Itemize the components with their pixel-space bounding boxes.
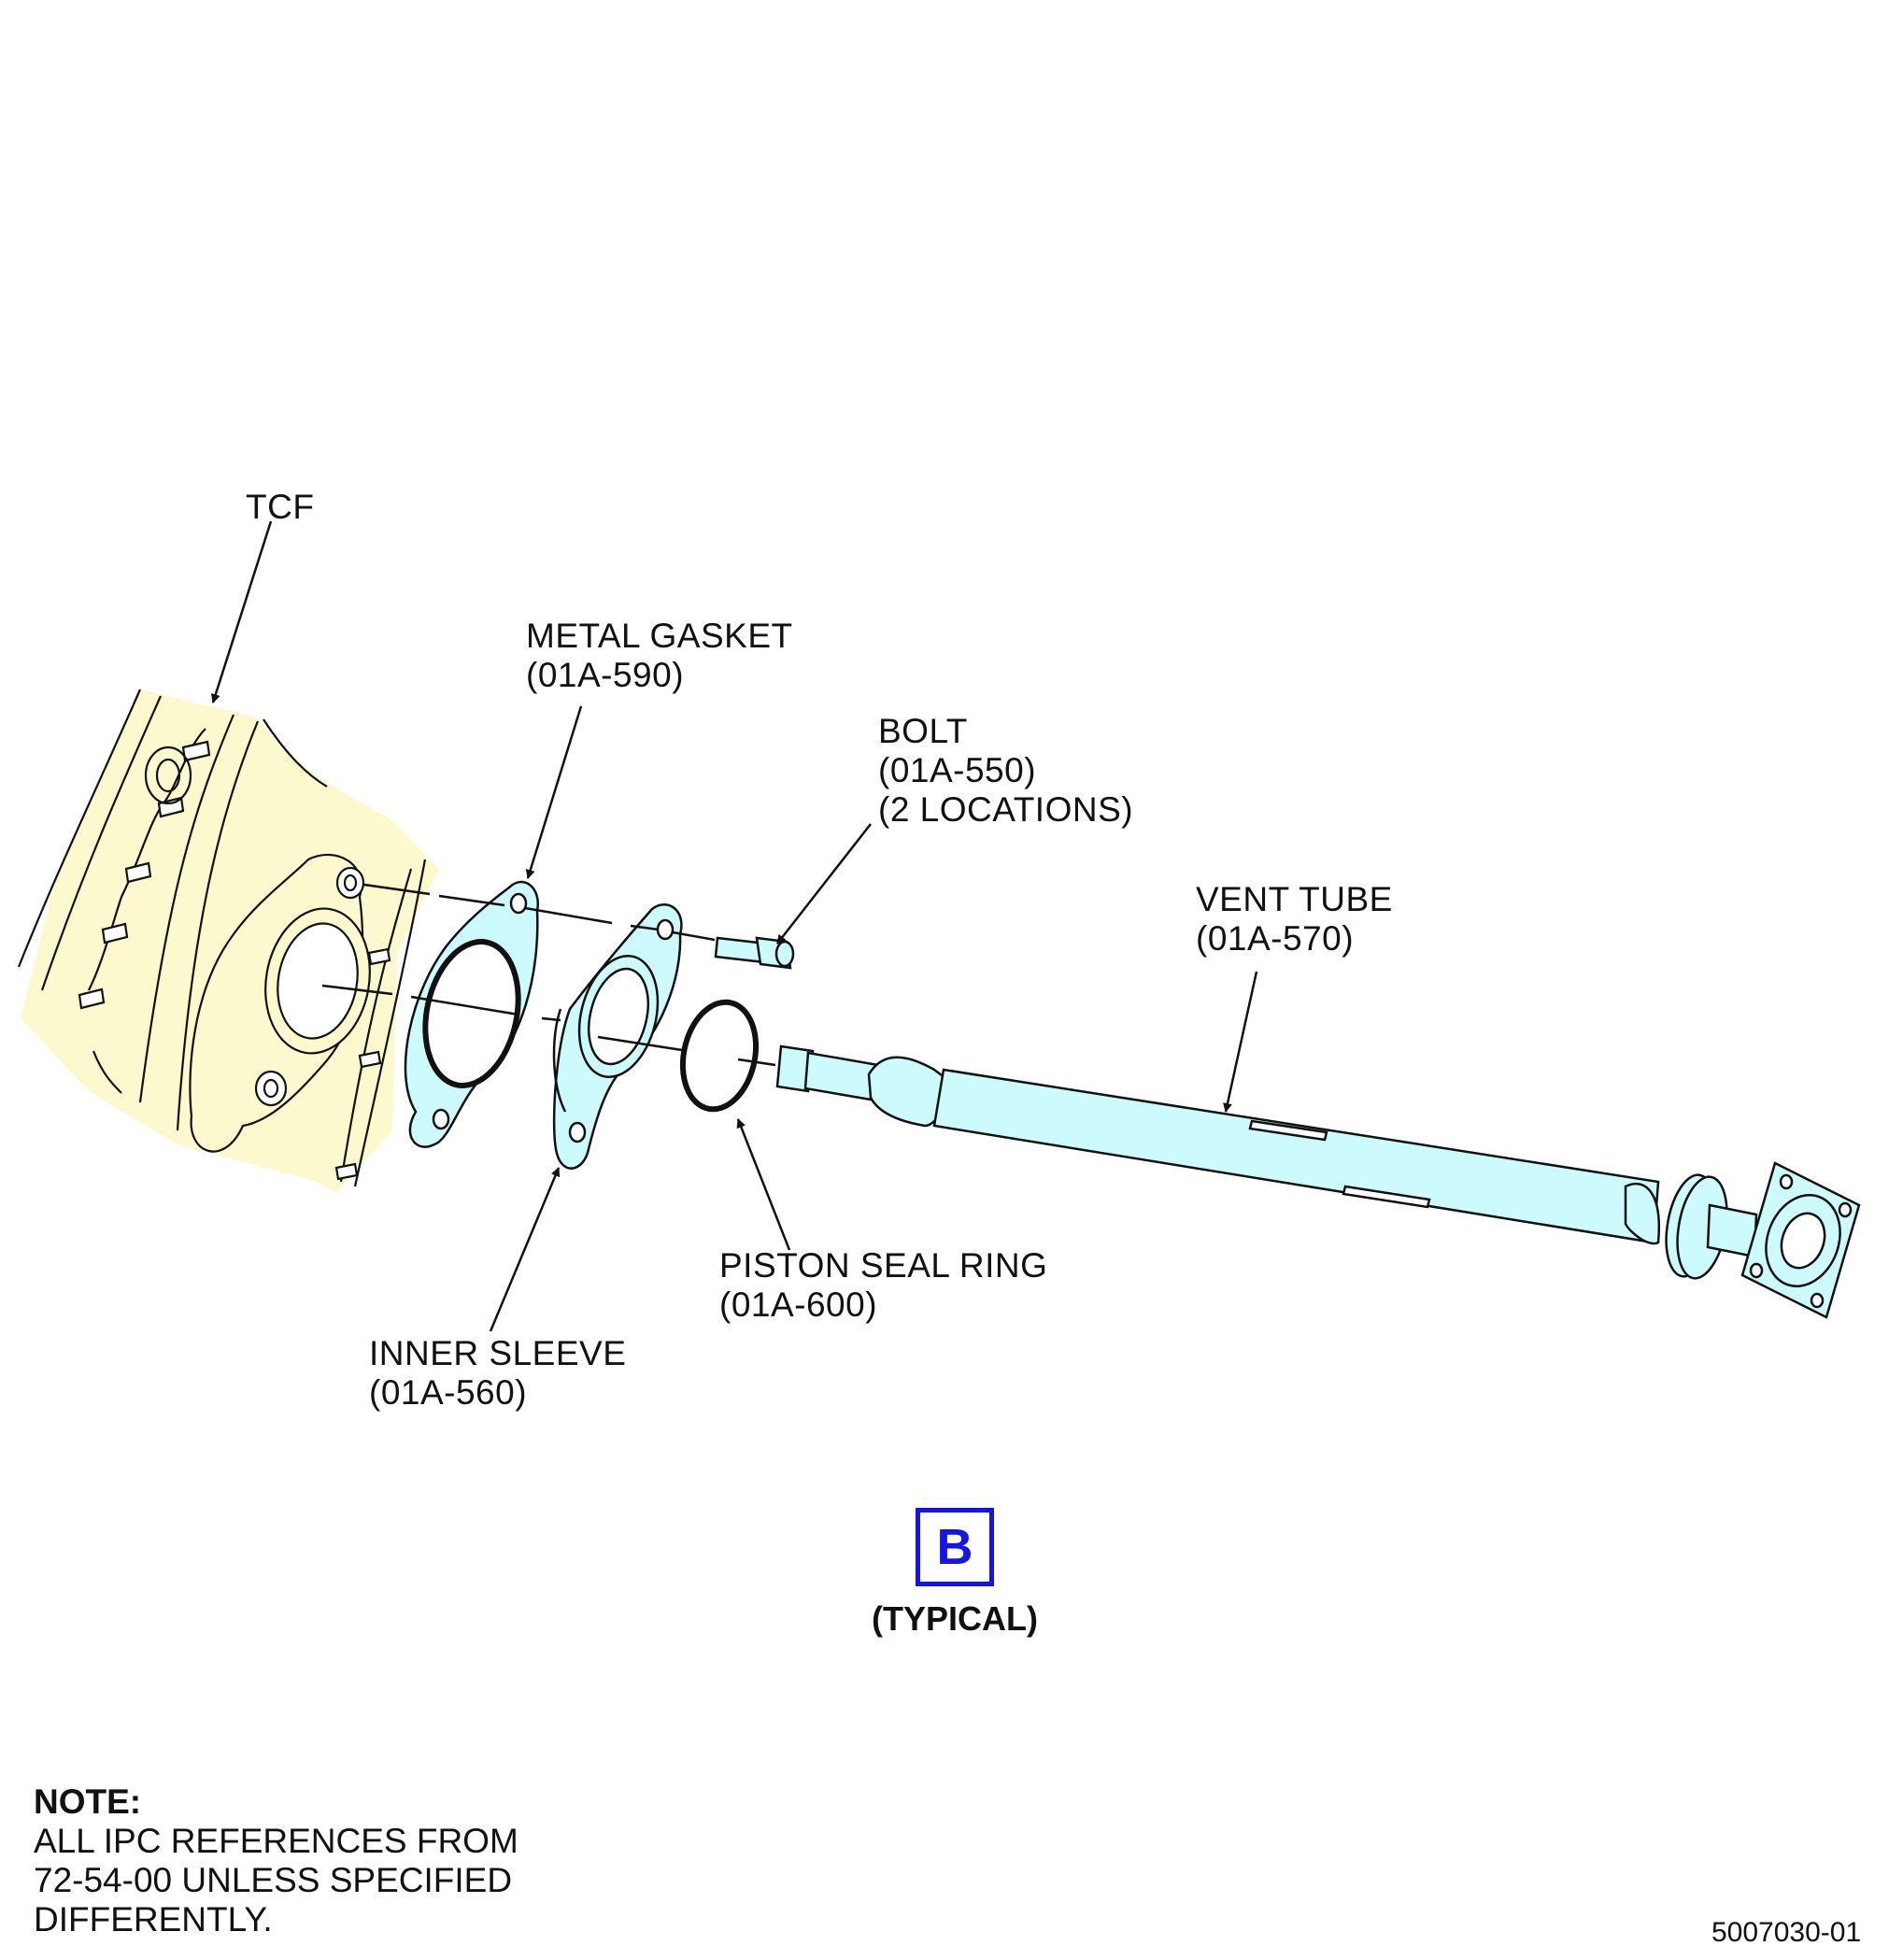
metal-gasket — [404, 880, 540, 1148]
inner-sleeve — [552, 903, 683, 1170]
label-inner-sleeve: INNER SLEEVE (01A-560) — [369, 1334, 626, 1413]
label-bolt-ref: (01A-550) — [878, 751, 1037, 789]
leader-vent-tube — [1223, 971, 1258, 1113]
leader-bolt — [776, 823, 872, 944]
note-block: NOTE: ALL IPC REFERENCES FROM 72-54-00 U… — [34, 1782, 518, 1939]
document-number: 5007030-01 — [1711, 1917, 1862, 1948]
label-metal-gasket-name: METAL GASKET — [526, 617, 793, 655]
label-metal-gasket: METAL GASKET (01A-590) — [526, 617, 793, 695]
view-letter: B — [936, 1519, 973, 1575]
label-piston-seal-ring: PISTON SEAL RING (01A-600) — [719, 1246, 1047, 1325]
piston-seal-ring — [679, 999, 760, 1113]
label-tcf: TCF — [246, 488, 314, 527]
leader-lines — [210, 520, 1258, 1332]
view-subtitle: (TYPICAL) — [872, 1599, 1038, 1638]
vent-tube — [775, 1044, 1861, 1319]
note-line-3: DIFFERENTLY. — [34, 1900, 273, 1939]
label-piston-seal-ring-name: PISTON SEAL RING — [719, 1246, 1048, 1285]
label-bolt: BOLT (01A-550) (2 LOCATIONS) — [878, 712, 1133, 830]
label-tcf-line-1: TCF — [246, 488, 315, 526]
leader-tcf — [210, 520, 273, 703]
note-title: NOTE: — [34, 1782, 142, 1821]
bolt — [714, 936, 795, 970]
label-vent-tube: VENT TUBE (01A-570) — [1196, 880, 1393, 959]
assembly-centerlines — [321, 883, 776, 1067]
leader-inner-sleeve — [489, 1167, 561, 1332]
label-metal-gasket-ref: (01A-590) — [526, 656, 685, 694]
note-line-2: 72-54-00 UNLESS SPECIFIED — [34, 1861, 513, 1899]
label-inner-sleeve-ref: (01A-560) — [369, 1373, 528, 1412]
label-inner-sleeve-name: INNER SLEEVE — [369, 1334, 627, 1372]
label-vent-tube-name: VENT TUBE — [1196, 880, 1393, 918]
leader-piston-seal-ring — [736, 1118, 791, 1251]
label-vent-tube-ref: (01A-570) — [1196, 919, 1355, 958]
tcf-frame — [17, 689, 439, 1194]
view-identifier-box: B — [916, 1508, 994, 1586]
leader-metal-gasket — [525, 705, 583, 879]
note-line-1: ALL IPC REFERENCES FROM — [34, 1822, 518, 1860]
label-piston-seal-ring-ref: (01A-600) — [719, 1285, 878, 1324]
label-bolt-qty: (2 LOCATIONS) — [878, 790, 1134, 829]
label-bolt-name: BOLT — [878, 712, 968, 750]
